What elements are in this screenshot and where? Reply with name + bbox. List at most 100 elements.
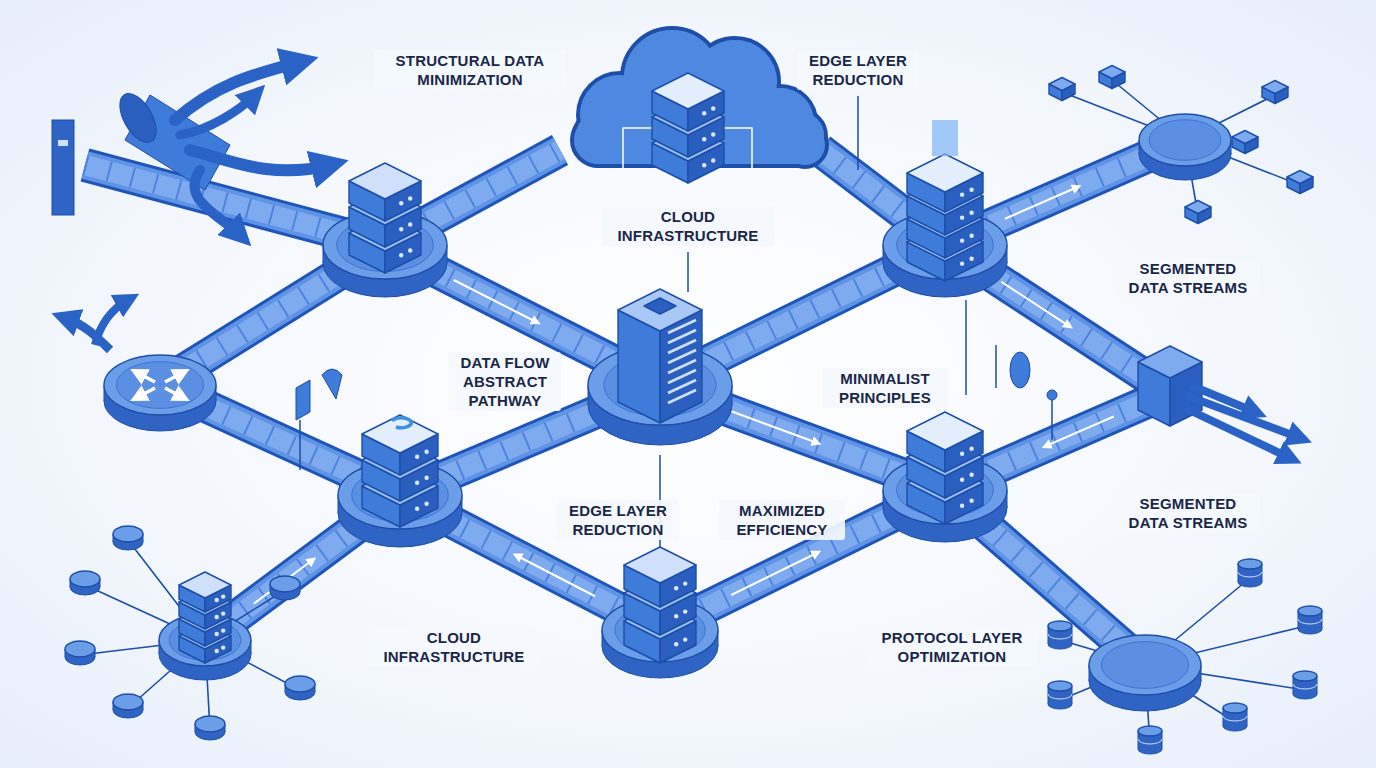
callout-label: SEGMENTED DATA STREAMS [1116,258,1260,298]
leader-line [995,345,997,388]
flow-arrow [180,95,255,135]
cylinder-top [70,571,100,587]
status-led [683,609,687,613]
status-led [221,611,225,615]
status-led [969,447,973,451]
status-led [415,481,419,485]
callout-label: EDGE LAYER REDUCTION [557,500,679,540]
callout-label: SEGMENTED DATA STREAMS [1116,493,1260,533]
hub-platform [1139,114,1231,180]
callout-label: CLOUD INFRASTRUCTURE [602,206,774,246]
callout-label: CLOUD INFRASTRUCTURE [368,627,540,667]
flow-arrow [1001,282,1069,326]
status-led [415,455,419,459]
stream-connector [1138,346,1300,458]
cylinder-top [65,641,95,657]
status-led [674,614,678,618]
flow-arrow [95,300,128,345]
callout-label: EDGE LAYER REDUCTION [797,50,919,90]
server-unit [349,163,421,221]
leader-line [965,300,967,395]
db-band [1048,694,1072,699]
cylinder-top [113,694,143,710]
cylinder-top [1238,559,1262,569]
server-stack [179,572,231,663]
glow-panel [932,120,958,156]
callout-label: PROTOCOL LAYER OPTIMIZATION [866,627,1038,667]
satellite-cube [1262,81,1288,104]
flow-arrow [517,556,595,597]
box-top-face [624,547,696,583]
box-top-face [179,572,231,598]
box-top-face [1138,346,1202,378]
status-led [408,248,412,252]
cylinder-top [1293,671,1317,681]
status-led [674,586,678,590]
db-band [1238,572,1262,577]
status-led [969,188,973,192]
box-top-face [1262,81,1288,94]
callout-label: MAXIMIZED EFFICIENCY [719,500,845,540]
router-arrow [165,373,182,382]
server-stack [362,415,438,527]
status-led [960,478,964,482]
server-unit [179,572,231,612]
satellite-cube [1287,171,1313,194]
status-led [215,632,219,636]
server-stack [907,412,983,524]
icon-stem [299,420,301,470]
cylinder-top [270,576,300,592]
db-band [1298,619,1322,624]
sensor-pin [1047,390,1057,400]
server-unit [362,415,438,475]
status-led [215,598,219,602]
callout-label: MINIMALIST PRINCIPLES [822,368,948,408]
server-stack [349,163,421,273]
box-top-face [907,154,983,192]
server-stack [907,154,983,281]
status-led [960,504,964,508]
server-unit [624,547,696,607]
status-led [969,257,973,261]
hub-platform [1089,635,1201,711]
status-led [711,158,715,162]
status-led [960,261,964,265]
pathway-layer [85,140,1185,665]
status-led [399,201,403,205]
status-led [711,106,715,110]
router-arrow [165,388,182,397]
box-top-face [1232,131,1258,144]
box-top-face [349,163,421,199]
flag-icon [296,369,342,420]
status-led [702,111,706,115]
router-arrow [138,388,155,397]
status-led [702,137,706,141]
callout-label: STRUCTURAL DATA MINIMIZATION [374,50,566,90]
status-led [969,499,973,503]
leader-line [687,252,689,292]
status-led [424,476,428,480]
satellite-cube [1049,78,1075,101]
status-led [969,211,973,215]
box-top-face [1049,78,1075,91]
server-stack [624,547,696,663]
cylinder-top [1223,703,1247,713]
platform-inset [1101,642,1188,689]
status-led [702,163,706,167]
flow-arrow [1046,417,1114,446]
wall-unit [52,120,74,215]
status-led [674,642,678,646]
flow-arrow [454,280,537,322]
satellite-cube [1185,201,1211,224]
status-led [408,196,412,200]
status-led [711,132,715,136]
satellite-layer [65,66,1322,755]
db-band [1293,684,1317,689]
leader-line [857,96,859,170]
status-led [221,628,225,632]
cylinder-top [195,716,225,732]
cloud [572,28,827,168]
status-led [399,227,403,231]
hub-platform [104,355,216,431]
